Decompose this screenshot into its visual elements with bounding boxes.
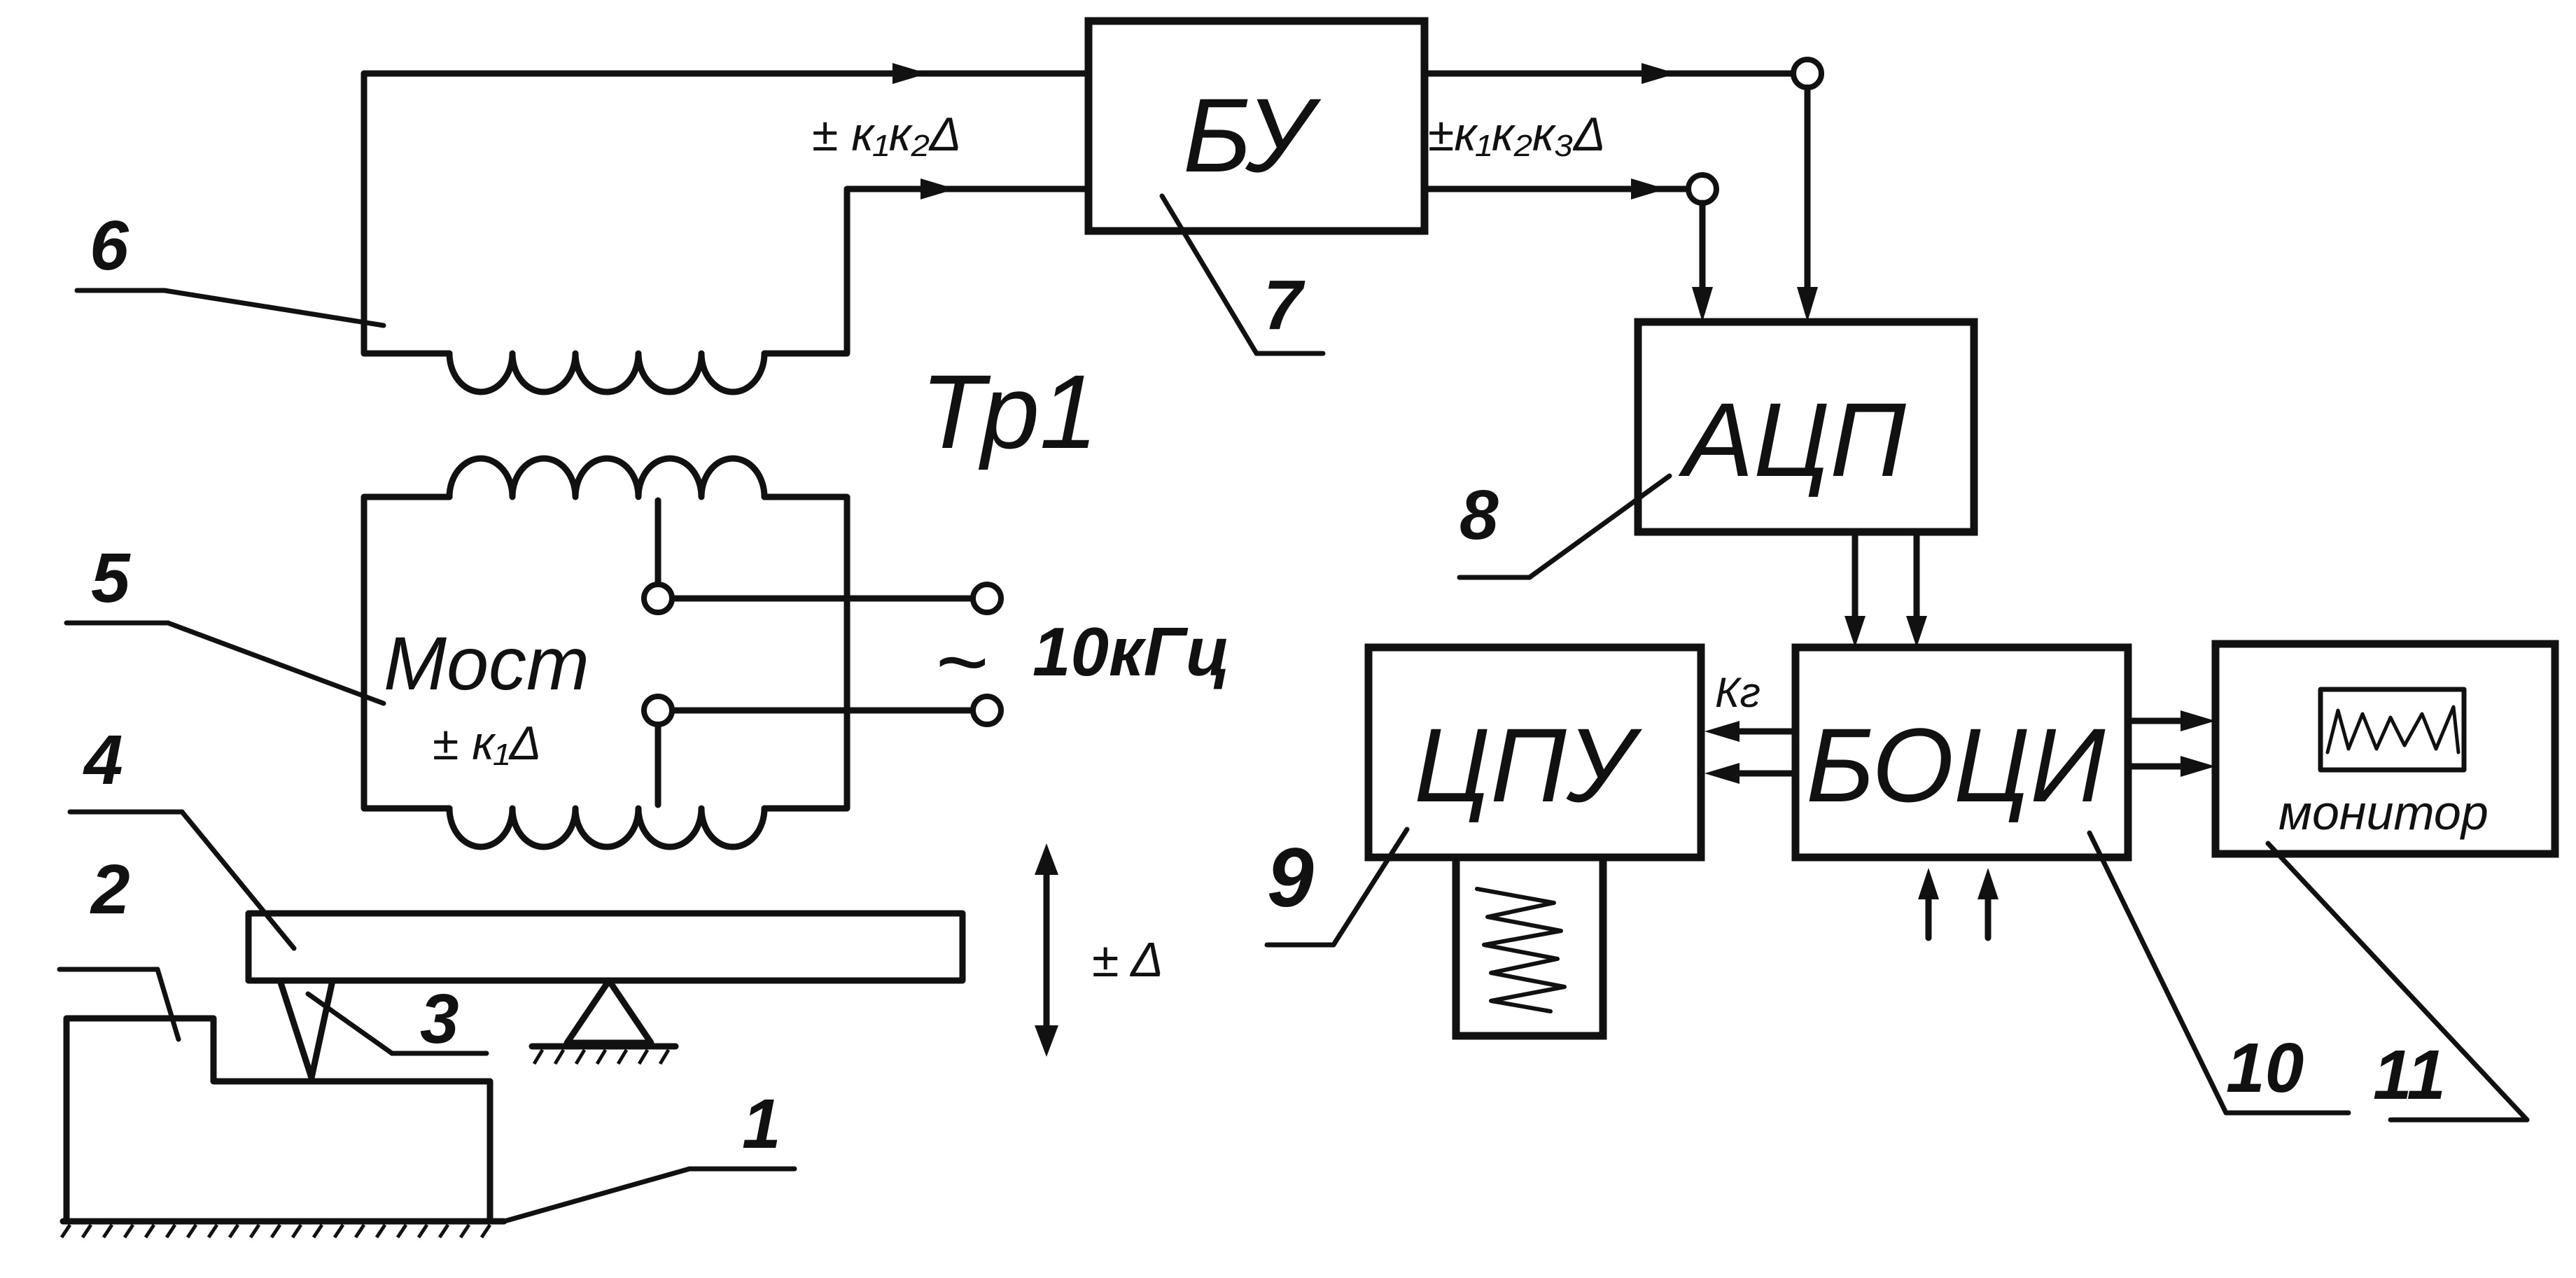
measuring-lever xyxy=(245,910,966,984)
displacement-label: ± Δ xyxy=(1092,932,1163,987)
adc-label: АЦП xyxy=(1678,381,1906,498)
ref-number-11: 11 xyxy=(2373,1036,2446,1114)
bridge-output-signal-label: ± к₁Δ xyxy=(433,717,541,770)
cpu-feedback-label: Кг xyxy=(1715,669,1760,716)
ref-number-8: 8 xyxy=(1460,476,1499,554)
digital-processing-label: БОЦИ xyxy=(1806,706,2106,824)
ref-number-2: 2 xyxy=(90,850,130,929)
control-unit-block xyxy=(1084,17,1429,235)
cpu-label: ЦПУ xyxy=(1414,706,1643,824)
ground-base xyxy=(59,1218,507,1239)
boci-external-inputs xyxy=(1918,868,1998,941)
adc-block xyxy=(1634,318,1978,536)
ref-number-5: 5 xyxy=(91,539,131,617)
digital-processing-block xyxy=(1791,643,2132,862)
leader-lines xyxy=(57,193,2530,1224)
transformer-label: Тр1 xyxy=(920,353,1098,470)
monitor-block xyxy=(2211,640,2559,858)
ref-number-7: 7 xyxy=(1264,266,1306,344)
probe-tip xyxy=(276,977,336,1081)
boci-to-cpu-arrows xyxy=(1704,721,1799,784)
monitor-screen xyxy=(2318,687,2467,773)
bridge-circuit xyxy=(360,455,1004,850)
bridge-label: Мост xyxy=(384,621,589,705)
bu-input-signal-label: ± к₁к₂Δ xyxy=(812,108,961,161)
ref-number-10: 10 xyxy=(2226,1029,2304,1107)
ref-number-4: 4 xyxy=(83,721,123,799)
ref-number-9: 9 xyxy=(1267,831,1314,925)
workpiece xyxy=(63,1015,493,1225)
ref-number-6: 6 xyxy=(90,206,130,285)
bu-output-signal-label: ±к₁к₂к₃Δ xyxy=(1428,108,1606,161)
transformer-secondary xyxy=(360,63,1092,395)
boci-to-monitor-arrows xyxy=(2124,710,2216,777)
control-unit-label: БУ xyxy=(1183,76,1322,194)
ref-number-3: 3 xyxy=(420,980,459,1058)
ac-supply-symbol: ~ xyxy=(934,610,988,712)
displacement-arrow xyxy=(1035,843,1058,1057)
adc-to-boci-arrows xyxy=(1844,528,1927,647)
supply-frequency-label: 10кГц xyxy=(1032,613,1230,690)
cpu-block xyxy=(1364,643,1705,862)
monitor-waveform xyxy=(2325,705,2460,754)
recorded-signal-zigzag xyxy=(1475,887,1567,1013)
ref-number-1: 1 xyxy=(742,1085,781,1163)
bu-output-lines xyxy=(1421,57,1824,322)
monitor-label: монитор xyxy=(2278,785,2488,840)
lever-fulcrum xyxy=(528,977,679,1065)
